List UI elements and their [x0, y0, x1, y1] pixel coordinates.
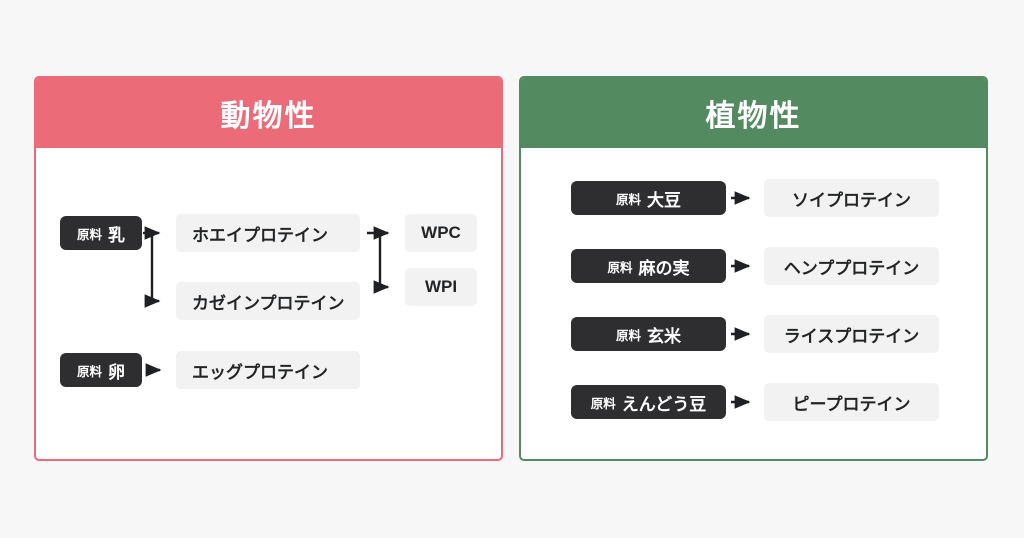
product-box-casein-protein[interactable]: カゼインプロテイン [176, 282, 360, 320]
source-prefix-label: 原料 [607, 260, 633, 275]
source-prefix-label: 原料 [615, 328, 641, 343]
animal-card-body: 原料 乳 原料 卵 ホエイプロテイン カゼインプロテイン エッグプロテイン WP… [36, 148, 501, 459]
source-prefix-label: 原料 [76, 364, 102, 379]
subproduct-box-wpc[interactable]: WPC [405, 214, 477, 252]
source-name-soy: 大豆 [647, 190, 681, 210]
product-label: ソイプロテイン [792, 190, 911, 210]
source-box-soy[interactable]: 原料 大豆 [571, 181, 726, 215]
animal-protein-card: 動物性 原料 乳 原料 卵 ホエイプロテイン カゼインプロテイン エッグプロテイ… [34, 76, 503, 461]
plant-protein-card: 植物性 原料 大豆 ソイプロテイン 原料 麻の実 ヘンププロテイン 原料 玄米 [519, 76, 988, 461]
product-box-whey-protein[interactable]: ホエイプロテイン [176, 214, 360, 252]
source-box-hemp-seed[interactable]: 原料 麻の実 [571, 249, 726, 283]
source-box-milk[interactable]: 原料 乳 [60, 216, 142, 250]
plant-card-body: 原料 大豆 ソイプロテイン 原料 麻の実 ヘンププロテイン 原料 玄米 ライスプ… [521, 148, 986, 459]
product-box-egg-protein[interactable]: エッグプロテイン [176, 351, 360, 389]
source-prefix-label: 原料 [590, 396, 616, 411]
product-label: エッグプロテイン [192, 362, 328, 382]
subproduct-label: WPI [424, 277, 458, 296]
product-box-soy-protein[interactable]: ソイプロテイン [764, 179, 939, 217]
subproduct-label: WPC [421, 223, 461, 242]
product-box-rice-protein[interactable]: ライスプロテイン [764, 315, 939, 353]
source-name-hemp-seed: 麻の実 [638, 258, 690, 278]
source-prefix-label: 原料 [615, 192, 641, 207]
source-name-pea: えんどう豆 [621, 394, 707, 414]
product-label: ヘンププロテイン [783, 258, 920, 278]
subproduct-box-wpi[interactable]: WPI [405, 268, 477, 306]
product-box-pea-protein[interactable]: ピープロテイン [764, 383, 939, 421]
source-name-egg: 卵 [108, 362, 125, 382]
source-box-egg[interactable]: 原料 卵 [60, 353, 142, 387]
arrow-whey-branch [367, 226, 390, 294]
animal-card-title: 動物性 [36, 78, 501, 148]
product-label: カゼインプロテイン [192, 293, 345, 313]
source-box-pea[interactable]: 原料 えんどう豆 [571, 385, 726, 419]
plant-card-title: 植物性 [521, 78, 986, 148]
product-label: ピープロテイン [792, 394, 911, 414]
source-name-brown-rice: 玄米 [647, 326, 681, 346]
source-prefix-label: 原料 [76, 227, 102, 242]
source-name-milk: 乳 [108, 225, 125, 245]
product-label: ホエイプロテイン [192, 225, 328, 245]
product-box-hemp-protein[interactable]: ヘンププロテイン [764, 247, 939, 285]
product-label: ライスプロテイン [783, 326, 920, 346]
arrow-milk-branch [143, 226, 161, 308]
source-box-brown-rice[interactable]: 原料 玄米 [571, 317, 726, 351]
